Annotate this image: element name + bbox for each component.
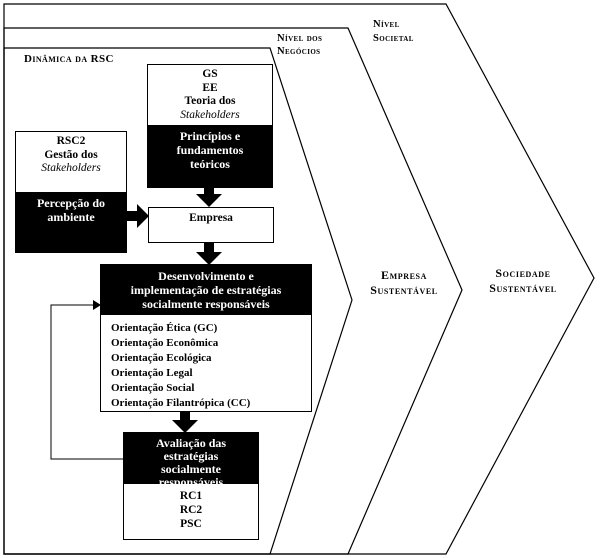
perception-block: Percepção do ambiente: [16, 192, 126, 252]
orientation-item: Orientação Social: [111, 382, 195, 394]
result-item: RC2: [179, 504, 203, 516]
evaluation-block: Avaliação das estratégias socialmente re…: [124, 433, 258, 484]
rsc2-text: RSC2 Gestão dos Stakeholders: [41, 135, 101, 174]
arrow-orientacoes-to-avaliacao: [172, 411, 198, 433]
arrow-empresa-to-desenvolvimento: [196, 241, 222, 265]
rsc-dynamics-title: Dinâmica da RSC: [24, 53, 114, 65]
orientation-item: Orientação Econômica: [111, 337, 219, 349]
orientation-list: Orientação Ética (GC) Orientação Econômi…: [111, 321, 307, 410]
rsc-dynamics-frame: [3, 47, 353, 555]
strategy-box: Desenvolvimento e implementação de estra…: [100, 264, 312, 412]
arrow-principios-to-empresa: [196, 185, 222, 207]
theories-list: GS EE Teoria dos Stakeholders: [180, 68, 240, 121]
sustainable-society-label: Sociedade Sustentável: [489, 266, 557, 295]
result-item: PSC: [180, 518, 202, 530]
principles-block: Princípios e fundamentos teóricos: [148, 125, 272, 187]
orientation-item: Orientação Filantrópica (CC): [111, 397, 251, 409]
result-item: RC1: [179, 490, 203, 502]
sustainable-company-label: Empresa Sustentável: [370, 268, 438, 297]
orientation-item: Orientação Ética (GC): [111, 322, 218, 334]
rsc2-box: RSC2 Gestão dos Stakeholders Percepção d…: [15, 131, 127, 253]
orientation-item: Orientação Ecológica: [111, 352, 212, 364]
company-box: Empresa: [148, 207, 274, 243]
arrow-percepcao-to-empresa: [126, 204, 149, 228]
orientation-item: Orientação Legal: [111, 367, 193, 379]
evaluation-box: Avaliação das estratégias socialmente re…: [123, 432, 259, 540]
company-label: Empresa: [189, 212, 233, 224]
results-list: RC1 RC2 PSC: [124, 489, 258, 531]
theories-box: GS EE Teoria dos Stakeholders Princípios…: [147, 64, 273, 188]
development-block: Desenvolvimento e implementação de estra…: [101, 265, 311, 315]
societal-level-title: Nível Societal: [373, 19, 414, 44]
feedback-loop-arrow: [50, 300, 123, 460]
business-level-title: Nível dos Negócios: [277, 33, 323, 57]
